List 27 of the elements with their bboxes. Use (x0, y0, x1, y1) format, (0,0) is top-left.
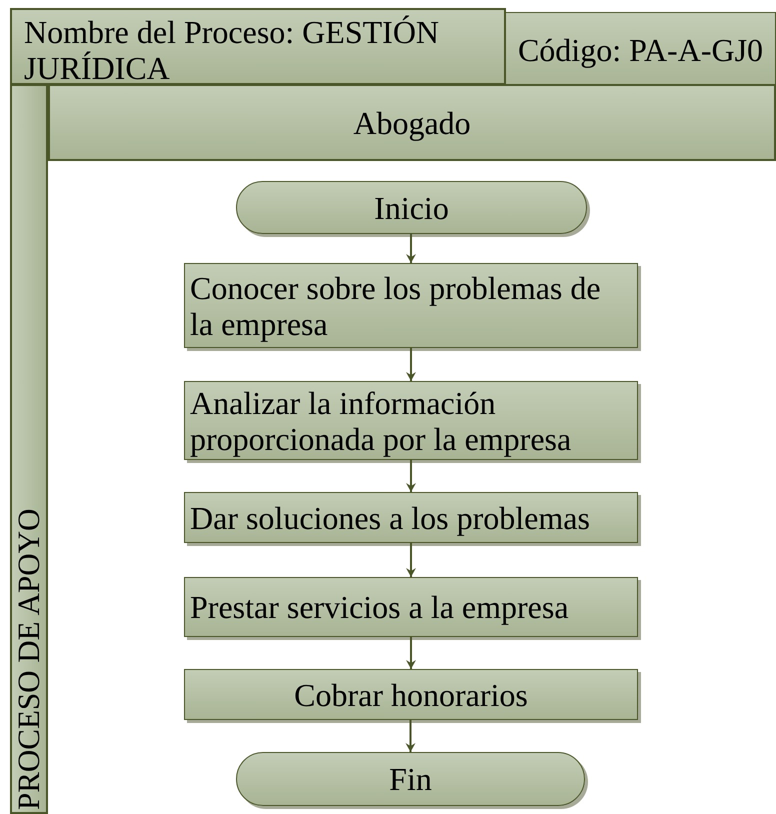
process-box (184, 577, 638, 637)
node-label: Cobrar honorarios (294, 676, 528, 712)
node-label: Analizar la información proporcionada por la empresa (190, 384, 572, 456)
arrow (406, 720, 416, 752)
node-label: Fin (389, 760, 432, 799)
terminator-shape (236, 752, 585, 806)
pool-label: PROCESO DE APOYO (12, 508, 46, 810)
node-label: Conocer sobre los problemas de la empresa (190, 270, 602, 342)
process-title-band (10, 8, 506, 85)
process-box (184, 263, 638, 348)
process-box (184, 669, 638, 720)
process-box (184, 492, 638, 543)
terminator-shape (236, 181, 587, 234)
pool-label-band (10, 84, 48, 814)
node-label: Dar soluciones a los problemas (190, 500, 590, 536)
node-label: Inicio (374, 188, 449, 228)
arrow (406, 637, 416, 669)
process-title: Nombre del Proceso: GESTIÓN JURÍDICA (24, 14, 440, 86)
arrow (406, 234, 416, 263)
node-label: Prestar servicios a la empresa (190, 589, 569, 625)
lane-label: Abogado (353, 104, 471, 143)
arrow (406, 460, 416, 492)
process-box (184, 381, 638, 460)
arrow (406, 348, 416, 381)
arrow (406, 543, 416, 577)
code-label: Código: PA-A-GJ0 (518, 31, 764, 70)
lane-header (48, 84, 776, 161)
